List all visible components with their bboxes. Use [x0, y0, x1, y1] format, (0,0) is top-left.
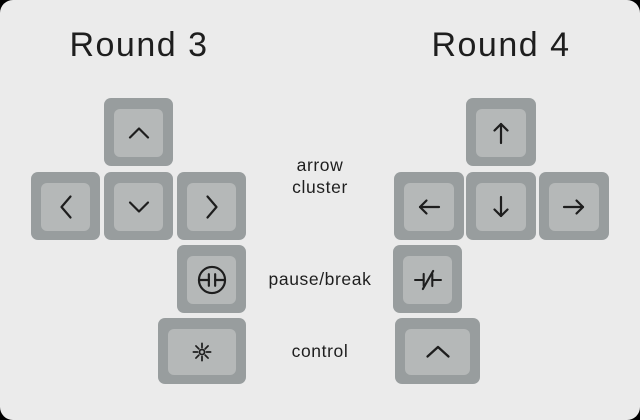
- arrow-down-icon: [493, 195, 509, 218]
- keycap-surface: [114, 109, 163, 157]
- circled-break-contact-icon: [197, 265, 226, 295]
- keycap-surface: [187, 183, 236, 231]
- key-r4-arrow-up: [466, 98, 536, 166]
- key-r3-control: [158, 318, 246, 384]
- key-r3-arrow-up: [104, 98, 173, 166]
- key-r4-arrow-right: [539, 172, 609, 240]
- key-r3-pause-break: [177, 245, 246, 313]
- pause-break-label: pause/break: [268, 269, 372, 289]
- chevron-left-icon: [59, 195, 72, 219]
- wide-chevron-up-icon: [425, 345, 450, 358]
- arrow-left-icon: [418, 199, 441, 215]
- keycap-surface: [476, 183, 526, 231]
- key-r3-arrow-down: [104, 172, 173, 240]
- key-r4-arrow-down: [466, 172, 536, 240]
- keycap-surface: [549, 183, 599, 231]
- arrow-up-icon: [493, 122, 509, 145]
- keycap-surface: [41, 183, 90, 231]
- round-3-title: Round 3: [69, 26, 209, 64]
- chevron-up-icon: [128, 127, 149, 139]
- key-r4-pause-break: [393, 245, 462, 313]
- chevron-down-icon: [128, 201, 149, 213]
- arrow-cluster-label-line1: arrow: [296, 155, 344, 175]
- keycap-surface: [168, 329, 236, 375]
- keycap-surface: [476, 109, 526, 157]
- key-r4-control: [395, 318, 480, 384]
- arrow-cluster-label-line2: cluster: [292, 177, 348, 197]
- keycap-surface: [114, 183, 163, 231]
- keycap-surface: [187, 256, 236, 304]
- keycap-surface: [404, 183, 454, 231]
- open-center-asterisk-icon: [192, 342, 212, 362]
- key-r3-arrow-right: [177, 172, 246, 240]
- control-label: control: [291, 341, 349, 361]
- keycap-surface: [405, 329, 470, 375]
- round-4-title: Round 4: [431, 26, 571, 64]
- chevron-right-icon: [205, 195, 218, 219]
- key-r4-arrow-left: [394, 172, 464, 240]
- break-contact-slash-icon: [413, 269, 442, 291]
- arrow-cluster-label: arrow cluster: [240, 154, 400, 198]
- arrow-right-icon: [562, 199, 585, 215]
- keycap-surface: [403, 256, 452, 304]
- key-r3-arrow-left: [31, 172, 100, 240]
